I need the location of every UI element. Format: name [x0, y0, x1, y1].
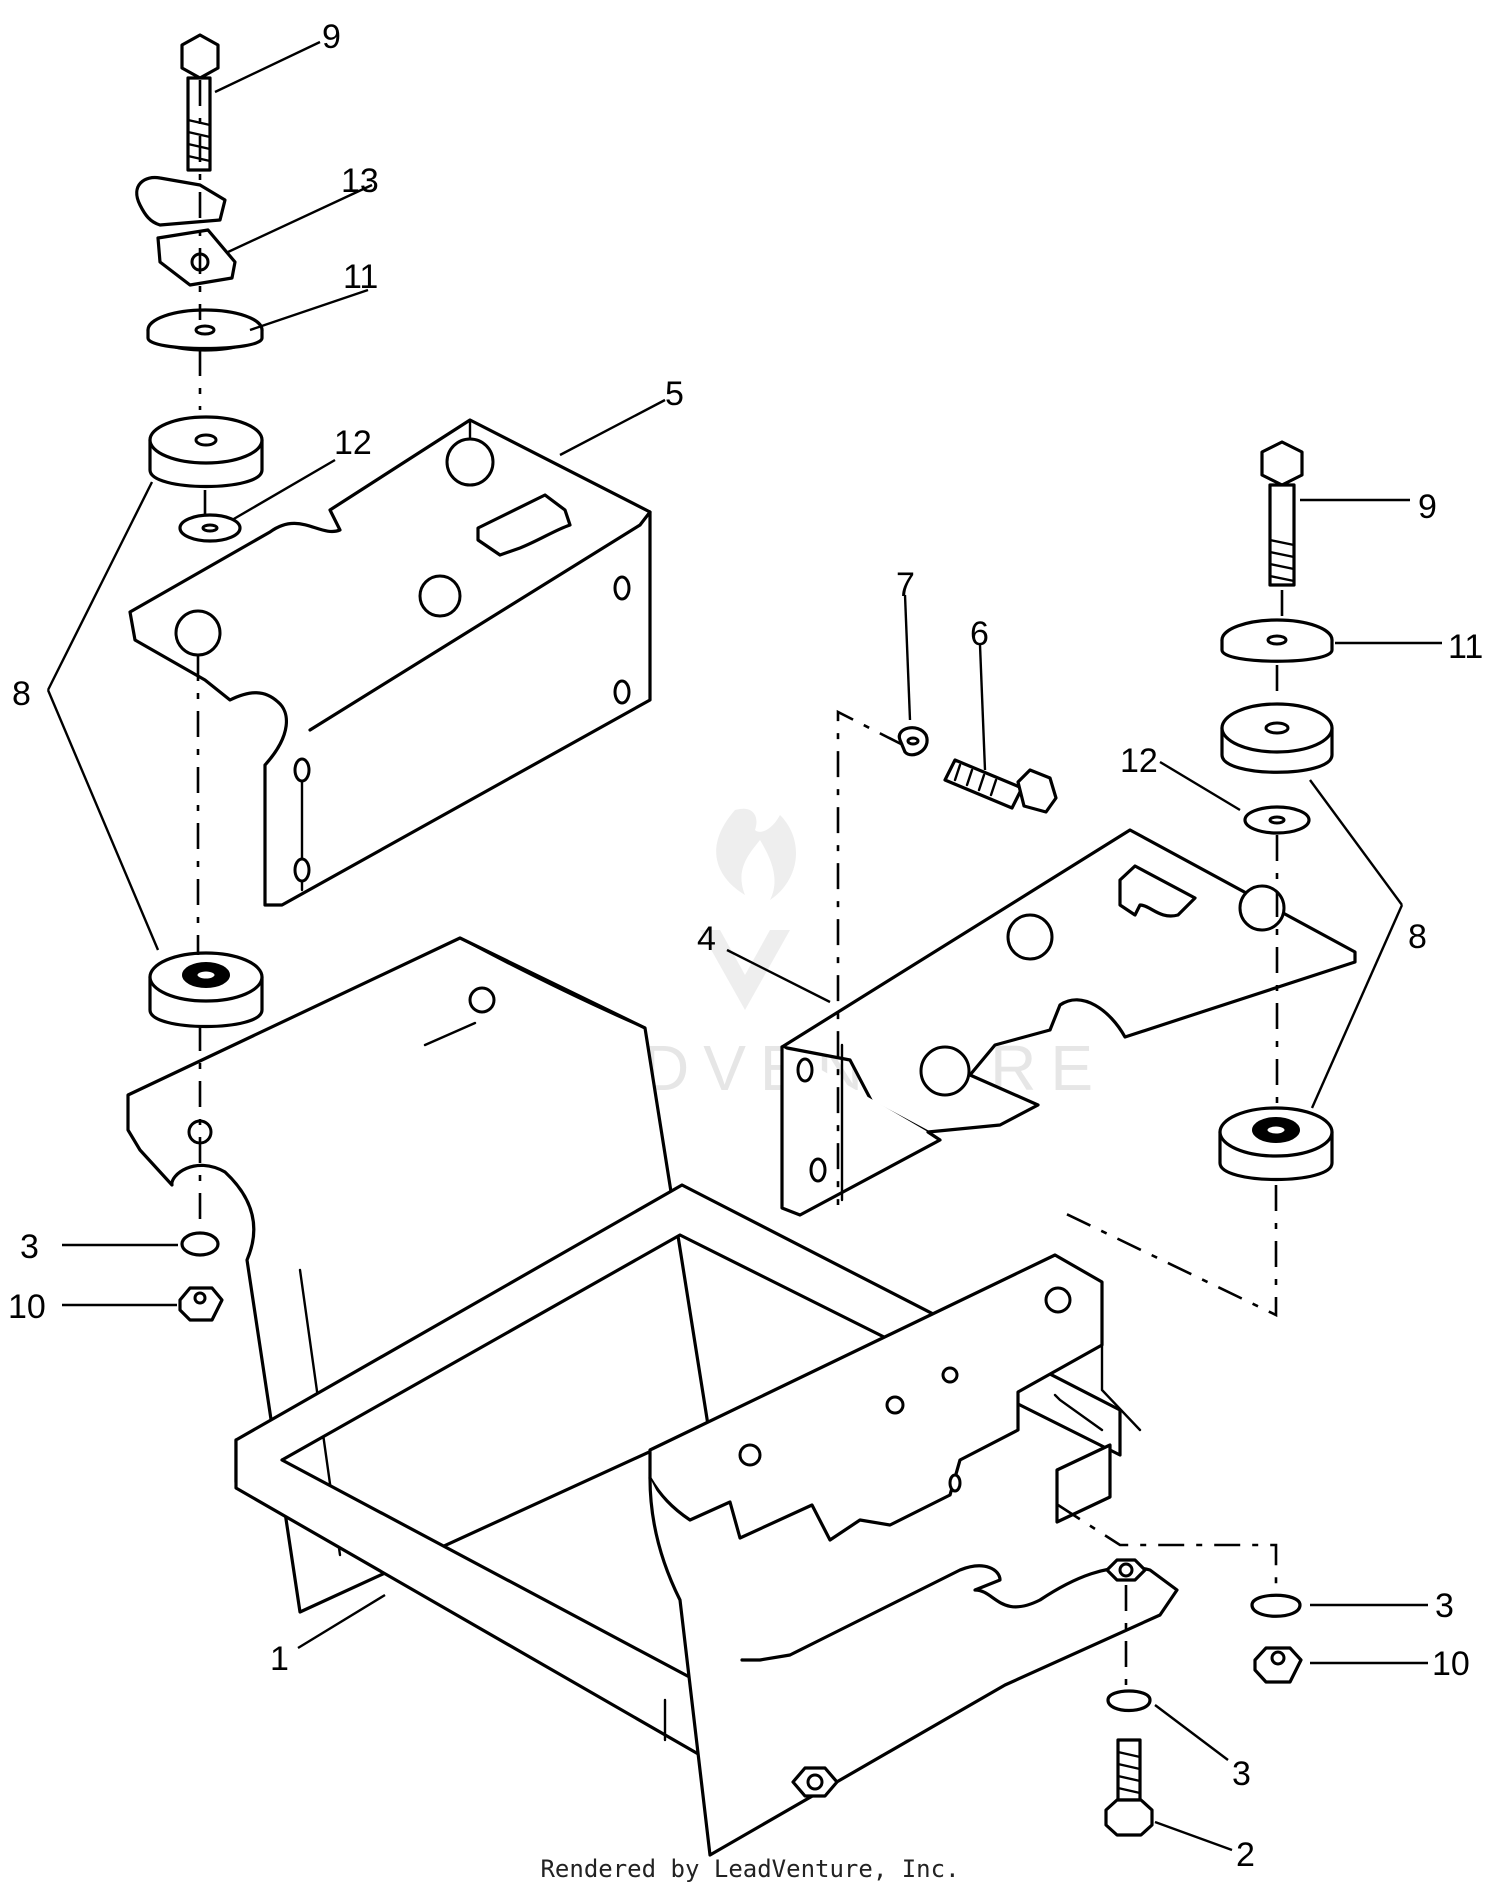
callout-3-right-lower: 3 — [1232, 1755, 1251, 1793]
callout-7: 7 — [896, 566, 915, 604]
leader-lines — [46, 40, 1442, 1852]
callout-12-right: 12 — [1120, 742, 1158, 780]
callout-11-right: 11 — [1448, 628, 1483, 666]
callout-12-left: 12 — [334, 424, 372, 462]
callout-3-right-upper: 3 — [1435, 1587, 1454, 1625]
bolt-9-left-head — [180, 33, 220, 80]
callout-10-left: 10 — [8, 1288, 46, 1326]
right-fastener-stack — [1104, 440, 1334, 1837]
callout-5: 5 — [665, 375, 684, 413]
part-5-left-bracket — [128, 418, 652, 907]
part-6-7-screw-washer — [897, 726, 1058, 814]
callout-8-left: 8 — [12, 675, 31, 713]
callout-13: 13 — [341, 162, 379, 200]
callout-8-right: 8 — [1408, 918, 1427, 956]
callout-1: 1 — [270, 1640, 289, 1678]
rendered-by-footer: Rendered by LeadVenture, Inc. — [540, 1855, 960, 1883]
callout-6: 6 — [970, 615, 989, 653]
callout-9-right: 9 — [1418, 488, 1437, 526]
callout-3-left: 3 — [20, 1228, 39, 1266]
callout-11-top: 11 — [343, 258, 378, 296]
part-1-base-tray — [126, 936, 1179, 1857]
callout-4: 4 — [697, 920, 716, 958]
callout-labels: 9 13 11 5 12 8 9 7 6 11 12 8 4 3 10 1 3 … — [8, 18, 1483, 1874]
alignment-lines — [196, 80, 1284, 1690]
callout-10-right: 10 — [1432, 1645, 1470, 1683]
left-fastener-stack — [135, 33, 264, 1322]
callout-2: 2 — [1236, 1836, 1255, 1874]
callout-9-top: 9 — [322, 18, 341, 56]
part-4-right-bracket — [780, 828, 1357, 1217]
